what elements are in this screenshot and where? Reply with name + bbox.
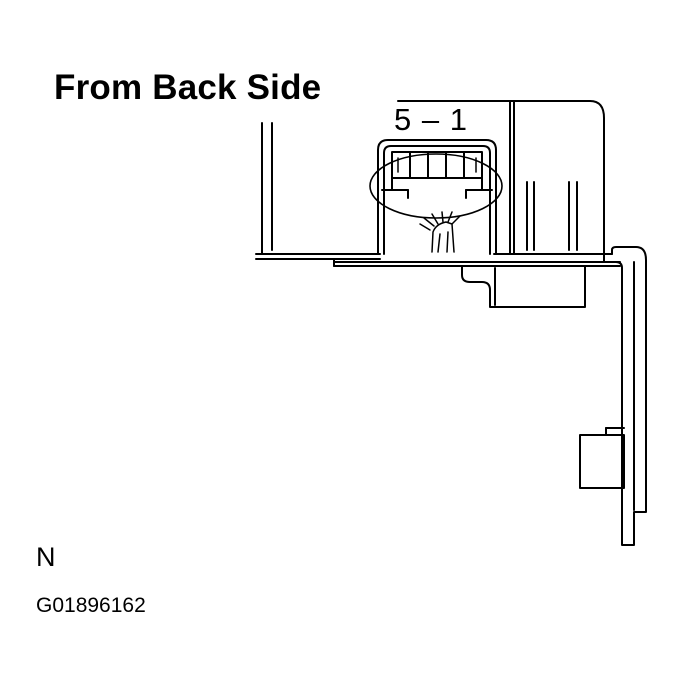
base-plate xyxy=(255,253,621,267)
figure-code: G01896162 xyxy=(36,594,146,617)
wire-harness xyxy=(419,211,461,253)
connector-label: 5 – 1 xyxy=(394,102,468,137)
view-title: From Back Side xyxy=(54,68,322,107)
side-bracket xyxy=(579,246,647,546)
view-letter: N xyxy=(36,542,56,572)
lower-block xyxy=(461,265,586,308)
housing-body xyxy=(261,100,605,263)
connector-5-1 xyxy=(369,139,503,255)
